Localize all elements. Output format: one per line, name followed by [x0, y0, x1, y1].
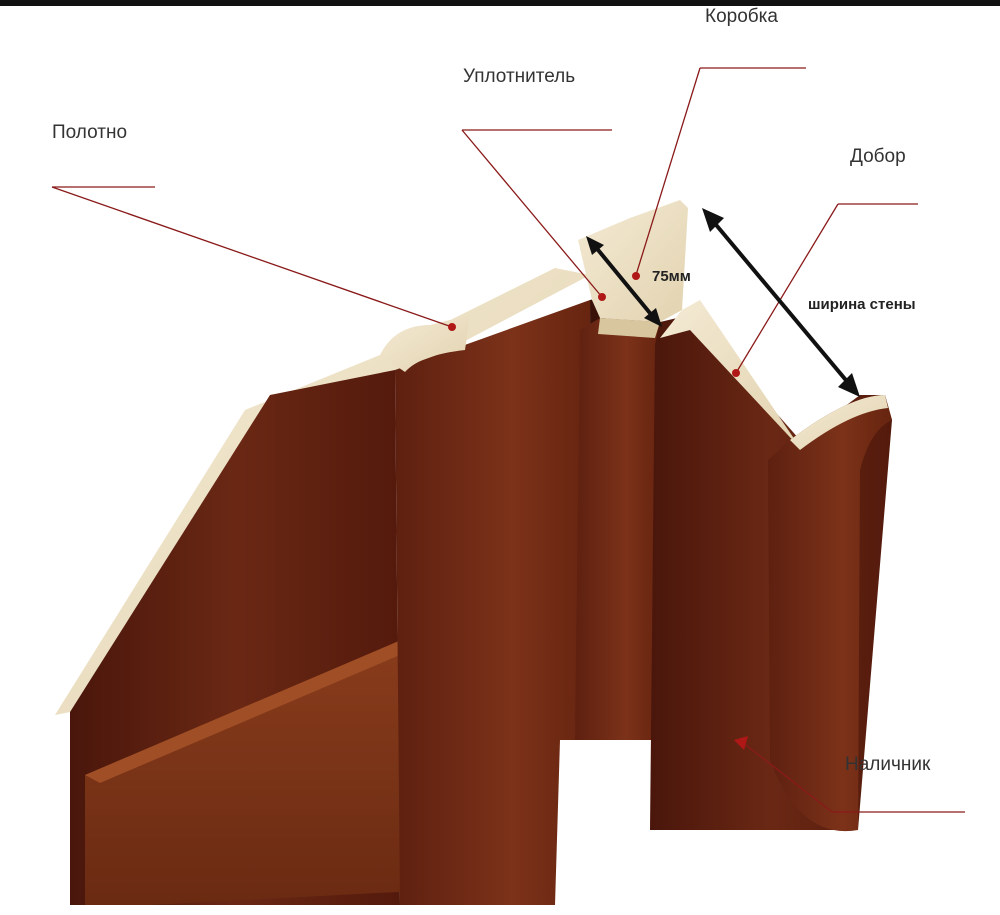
dimension-wall-width: ширина стены [808, 296, 916, 313]
marker-canvas [448, 323, 456, 331]
leader-line-canvas-diag [51, 186, 453, 328]
label-casing: Наличник [845, 754, 931, 775]
leader-line-casing-diag [741, 741, 833, 813]
leader-line-frame-diag [635, 67, 701, 276]
label-frame: Коробка [705, 6, 778, 27]
leader-line-seal-diag [461, 129, 603, 298]
door-casing [650, 300, 892, 832]
top-bar [0, 0, 1000, 6]
marker-seal [598, 293, 606, 301]
dimension-frame-depth: 75мм [652, 268, 691, 285]
door-leaf [55, 268, 592, 905]
leader-line-extension-diag [735, 203, 839, 374]
label-extension: Добор [850, 146, 906, 167]
marker-extension [732, 369, 740, 377]
arrow-frame-depth [592, 243, 656, 320]
marker-casing [734, 736, 748, 750]
door-frame [575, 200, 688, 740]
marker-frame [632, 272, 640, 280]
label-canvas: Полотно [52, 122, 128, 143]
label-seal: Уплотнитель [463, 66, 576, 87]
arrow-wall-width [710, 218, 852, 387]
